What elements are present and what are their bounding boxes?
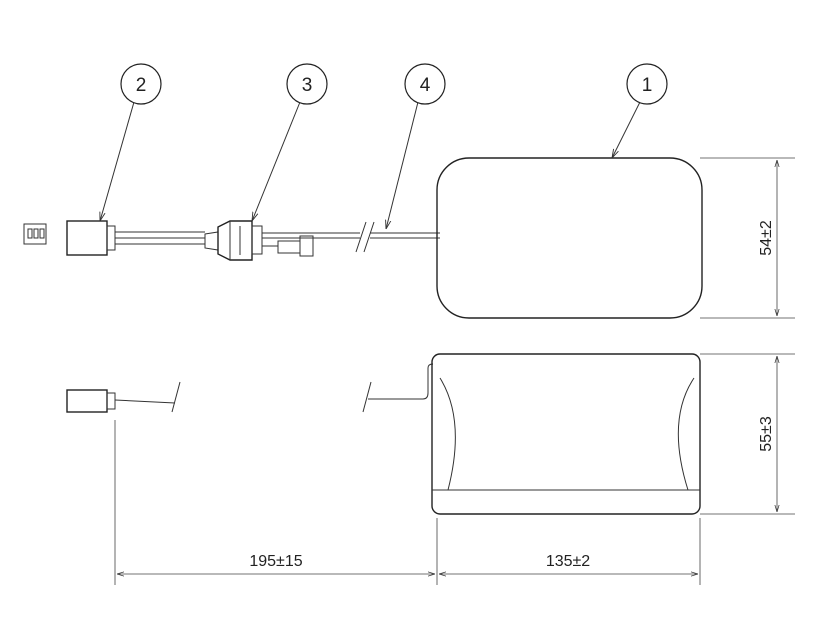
balloon-1-label: 1 bbox=[642, 75, 653, 96]
dimension-lengths: 195±15 135±2 bbox=[114, 420, 701, 585]
cable-side-right bbox=[368, 363, 434, 400]
cable-side-left bbox=[114, 399, 176, 404]
dim-top-height-text: 54±2 bbox=[758, 220, 775, 256]
cable-break-mark bbox=[355, 221, 375, 253]
dim-cable-length-text: 195±15 bbox=[249, 553, 302, 570]
dimension-top-height: 54±2 bbox=[700, 157, 795, 319]
cable-bundle-middle bbox=[262, 232, 360, 257]
balloon-1: 1 bbox=[612, 63, 668, 158]
balloon-3: 3 bbox=[252, 63, 328, 221]
cable-4 bbox=[370, 232, 440, 239]
balloon-2: 2 bbox=[100, 63, 162, 221]
balloon-4-label: 4 bbox=[420, 75, 431, 96]
connector-3 bbox=[204, 220, 263, 261]
cable-side-break-right bbox=[362, 381, 372, 413]
side-view bbox=[66, 353, 701, 515]
balloon-4: 4 bbox=[386, 63, 446, 229]
top-view bbox=[23, 157, 703, 319]
dim-bottom-height-text: 55±3 bbox=[758, 416, 775, 452]
dim-body-length-text: 135±2 bbox=[546, 553, 590, 570]
dimension-bottom-height: 55±3 bbox=[700, 353, 795, 515]
battery-pack-side bbox=[431, 353, 701, 515]
battery-pack-top bbox=[436, 157, 703, 319]
cable-side-break-left bbox=[171, 381, 181, 413]
connector-2 bbox=[66, 220, 116, 256]
cable-bundle-left bbox=[115, 231, 205, 245]
balloon-2-label: 2 bbox=[136, 75, 147, 96]
connector-face-icon bbox=[23, 223, 47, 245]
balloon-3-label: 3 bbox=[302, 75, 313, 96]
connector-side bbox=[66, 389, 116, 413]
